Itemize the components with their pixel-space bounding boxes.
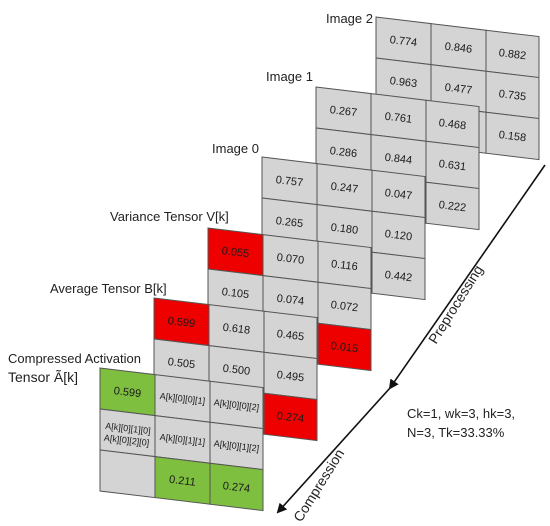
tensor-cell-value: 0.735 bbox=[498, 88, 527, 103]
tensor-cell-value: 0.757 bbox=[275, 174, 304, 189]
tensor-cell-value: 0.599 bbox=[113, 385, 142, 400]
tensor-cell-value: 0.265 bbox=[275, 215, 304, 230]
tensor-cell-value: 0.505 bbox=[167, 356, 196, 371]
tensor-cell-value: 0.631 bbox=[438, 158, 467, 173]
tensor-cell-value: 0.274 bbox=[222, 480, 251, 495]
tensor-cell-value: 0.070 bbox=[276, 252, 305, 267]
tensor-cell-value: 0.158 bbox=[498, 129, 527, 144]
tensor-cell-value: 0.116 bbox=[330, 258, 358, 273]
tensor-cell-value: 0.074 bbox=[276, 293, 305, 308]
layer-title-image-2: Image 2 bbox=[326, 11, 373, 26]
tensor-cell-value: 0.072 bbox=[330, 299, 359, 314]
tensor-cell-value: 0.247 bbox=[330, 181, 359, 196]
tensor-cell-value: 0.286 bbox=[329, 145, 358, 160]
parameters-line-2: N=3, Tk=33.33% bbox=[407, 425, 505, 440]
layer-title-image-0: Image 0 bbox=[212, 141, 259, 156]
tensor-cell-value: 0.222 bbox=[438, 199, 467, 214]
parameters-text: Ck=1, wk=3, hk=3, N=3, Tk=33.33% bbox=[407, 404, 515, 442]
tensor-cell bbox=[209, 462, 264, 512]
tensor-cell-value: 0.618 bbox=[222, 322, 251, 337]
tensor-cell-value: 0.211 bbox=[168, 474, 196, 489]
layer-title-variance: Variance Tensor V[k] bbox=[110, 209, 229, 224]
parameters-line-1: Ck=1, wk=3, hk=3, bbox=[407, 406, 516, 421]
tensor-cell bbox=[317, 322, 372, 372]
tensor-cell bbox=[99, 449, 156, 499]
tensor-cell-value: 0.500 bbox=[222, 363, 251, 378]
tensor-cell-value: 0.882 bbox=[498, 47, 527, 62]
layer-title-image-1: Image 1 bbox=[266, 69, 313, 84]
tensor-cell bbox=[263, 392, 318, 442]
tensor-cell-value: 0.774 bbox=[389, 34, 418, 49]
preprocessing-arrow bbox=[388, 164, 546, 390]
tensor-cell-value: 0.495 bbox=[276, 369, 305, 384]
tensor-cell-value: 0.015 bbox=[330, 340, 359, 355]
tensor-cell bbox=[371, 251, 426, 301]
tensor-cell-value: 0.105 bbox=[221, 286, 250, 301]
tensor-cell-value: 0.844 bbox=[384, 152, 413, 167]
tensor-cell-value: 0.599 bbox=[167, 315, 196, 330]
tensor-cell bbox=[425, 181, 480, 231]
tensor-cell-value: 0.465 bbox=[276, 328, 305, 343]
tensor-cell-value: 0.055 bbox=[221, 245, 250, 260]
tensor-cell-value: 0.761 bbox=[384, 111, 413, 126]
tensor-cell-value: 0.468 bbox=[438, 117, 467, 132]
tensor-cell-value: 0.477 bbox=[444, 82, 473, 97]
tensor-cell-value: 0.442 bbox=[384, 269, 413, 284]
layer-title-compressed-2: Tensor Ã[k] bbox=[8, 369, 79, 385]
tensor-cell-value: 0.180 bbox=[330, 222, 359, 237]
tensor-cell-value: 0.963 bbox=[389, 75, 418, 90]
tensor-cell-value: 0.120 bbox=[384, 228, 413, 243]
tensor-cell-value: 0.047 bbox=[384, 187, 413, 202]
layer-title-average: Average Tensor B[k] bbox=[50, 281, 167, 296]
tensor-cell-value: 0.846 bbox=[444, 41, 473, 56]
layer-title-compressed-1: Compressed Activation bbox=[8, 351, 141, 366]
tensor-cell bbox=[485, 111, 540, 161]
tensor-cell-value: 0.267 bbox=[329, 104, 358, 119]
tensor-cell-value: 0.274 bbox=[276, 410, 305, 425]
compression-arrow bbox=[276, 387, 391, 514]
